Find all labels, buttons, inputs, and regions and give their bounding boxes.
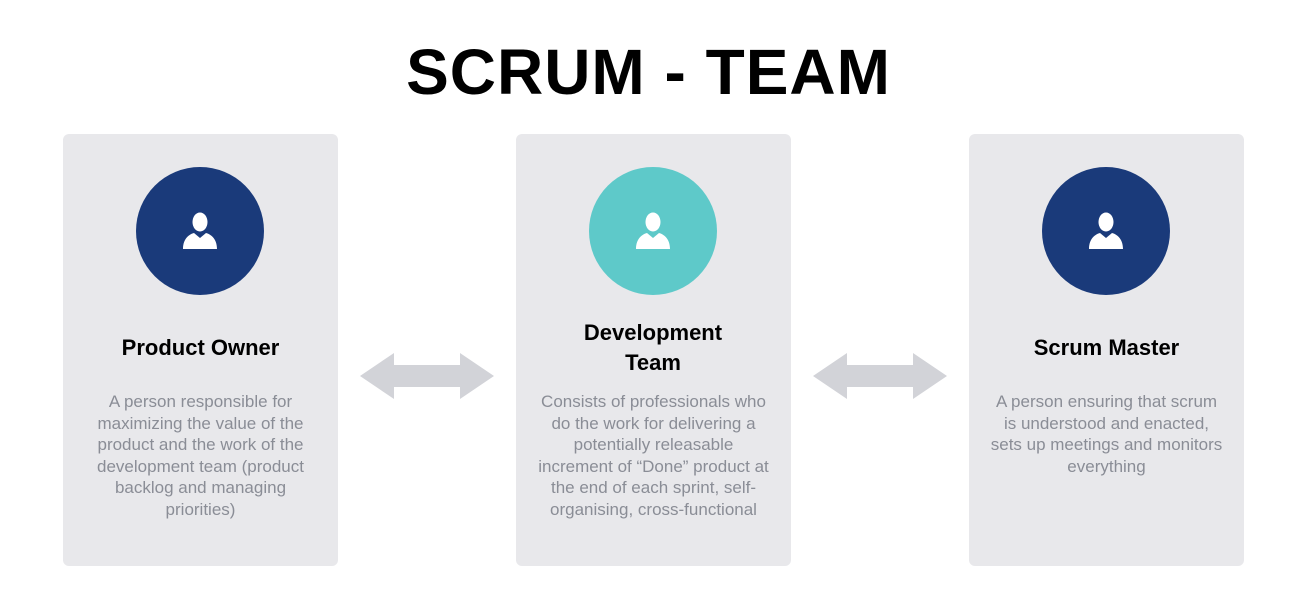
double-arrow-icon [360,353,494,399]
avatar [589,167,717,295]
person-icon [183,212,217,249]
role-card-scrum-master: Scrum Master A person ensuring that scru… [969,134,1244,566]
role-description: A person ensuring that scrum is understo… [990,392,1223,476]
role-card-development-team: Development Team Consists of professiona… [516,134,791,566]
page-title: SCRUM - TEAM [406,36,891,108]
role-card-product-owner: Product Owner A person responsible for m… [63,134,338,566]
role-title: Development Team [583,320,723,375]
avatar [1042,167,1170,295]
role-title: Scrum Master [1033,335,1180,360]
person-icon [636,212,670,249]
double-arrow-icon [813,353,947,399]
role-description: A person responsible for maximizing the … [97,392,304,519]
role-title: Product Owner [121,335,280,360]
avatar [136,167,264,295]
person-icon [1089,212,1123,249]
role-description: Consists of professionals who do the wor… [538,392,769,519]
